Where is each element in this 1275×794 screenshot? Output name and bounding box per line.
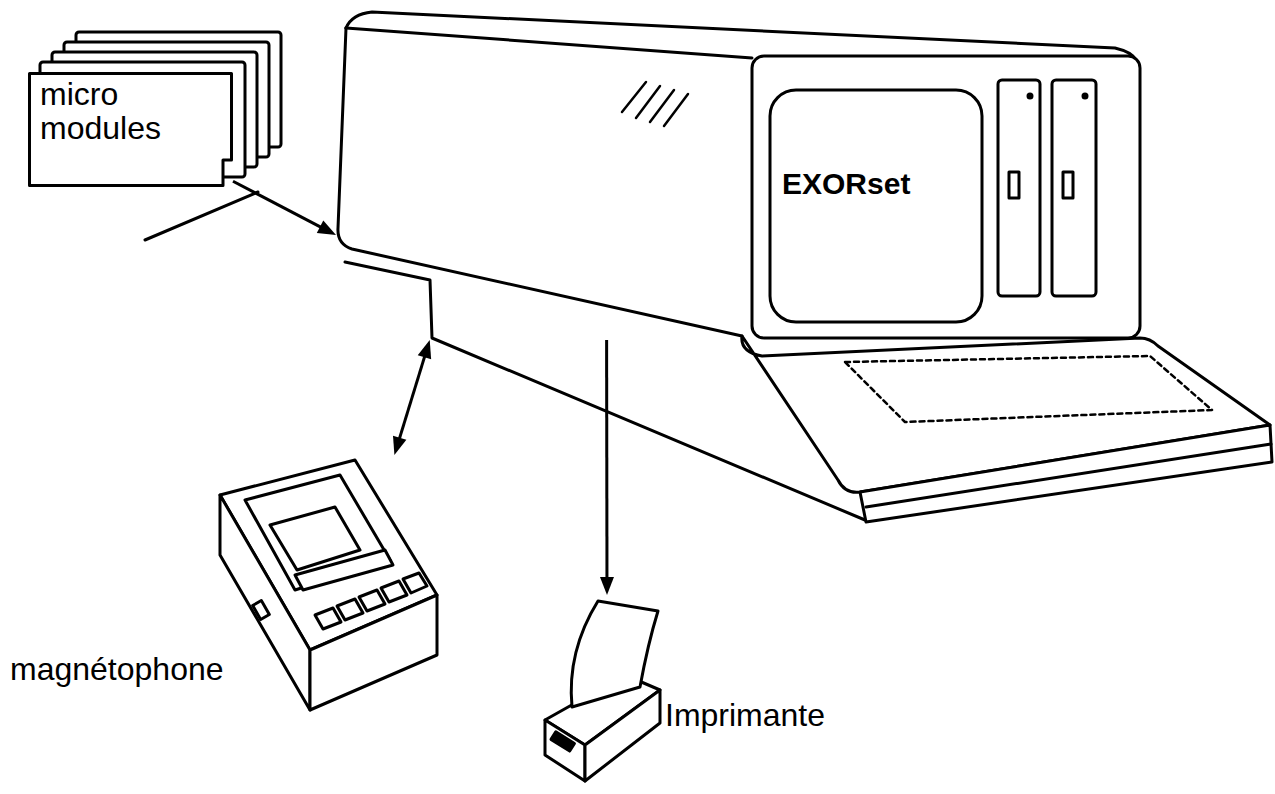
computer-unit-label: EXORset bbox=[782, 168, 910, 200]
connector-line bbox=[399, 353, 426, 441]
printer-label: Imprimante bbox=[665, 699, 825, 733]
computer-unit: EXORset bbox=[336, 12, 996, 340]
connector-arrow bbox=[393, 340, 431, 455]
printer-outline bbox=[540, 595, 740, 790]
arrow-head bbox=[317, 221, 336, 236]
cassette-recorder-label: magnétophone bbox=[10, 653, 224, 687]
arrow-head bbox=[600, 577, 614, 595]
connector-arrow bbox=[600, 340, 614, 595]
module-card-label: micro modules bbox=[28, 72, 190, 145]
connector-line bbox=[605, 340, 608, 581]
arrow-head bbox=[393, 436, 406, 455]
exorset-computer bbox=[338, 12, 1272, 522]
printer: Imprimante bbox=[540, 595, 740, 790]
arrow-head bbox=[418, 340, 431, 359]
module-card: micro modules bbox=[28, 72, 233, 187]
cassette-recorder-outline bbox=[215, 455, 445, 720]
connector-line bbox=[233, 181, 324, 228]
cassette-recorder: magnétophone bbox=[215, 455, 445, 720]
connector-arrow bbox=[233, 181, 336, 235]
